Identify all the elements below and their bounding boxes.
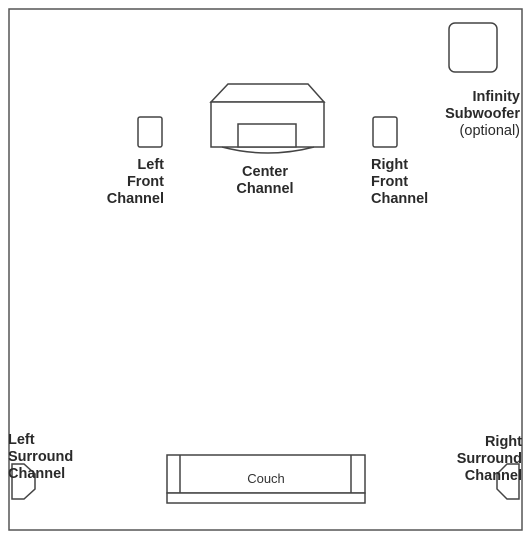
subwoofer-label-line2: Subwoofer <box>445 106 520 122</box>
left-surround-label: Left Surround Channel <box>8 432 88 483</box>
subwoofer-label-line1: Infinity <box>472 89 520 105</box>
right-surround-label-line1: Right <box>484 434 522 450</box>
room-outline <box>8 8 523 531</box>
subwoofer-label-line3: (optional) <box>459 123 520 139</box>
left-front-label-line2: Front <box>126 174 164 190</box>
couch <box>166 454 366 504</box>
left-surround-label-line1: Left <box>8 432 35 448</box>
center-channel-label-line2: Channel <box>236 181 294 197</box>
right-surround-label-line2: Surround <box>456 451 522 467</box>
left-surround-speaker <box>11 463 36 500</box>
subwoofer-label: Infinity Subwoofer (optional) <box>420 89 520 140</box>
left-front-label-line3: Channel <box>106 191 164 207</box>
left-front-label: Left Front Channel <box>94 157 164 208</box>
right-front-label-line2: Front <box>371 174 409 190</box>
subwoofer-speaker <box>448 22 498 73</box>
center-channel-tv <box>209 83 326 154</box>
right-surround-speaker <box>496 463 520 500</box>
left-surround-label-line2: Surround <box>8 449 74 465</box>
center-channel-label: Center Channel <box>225 164 305 198</box>
left-front-label-line1: Left <box>137 157 164 173</box>
right-surround-label-line3: Channel <box>464 468 522 484</box>
center-channel-label-line1: Center <box>242 164 288 180</box>
right-front-speaker <box>372 116 398 148</box>
left-surround-label-line3: Channel <box>8 466 66 482</box>
left-front-speaker <box>137 116 163 148</box>
right-front-label-line3: Channel <box>371 191 429 207</box>
right-front-label-line1: Right <box>371 157 409 173</box>
right-front-label: Right Front Channel <box>371 157 441 208</box>
couch-label: Couch <box>247 471 285 486</box>
right-surround-label: Right Surround Channel <box>440 434 522 485</box>
